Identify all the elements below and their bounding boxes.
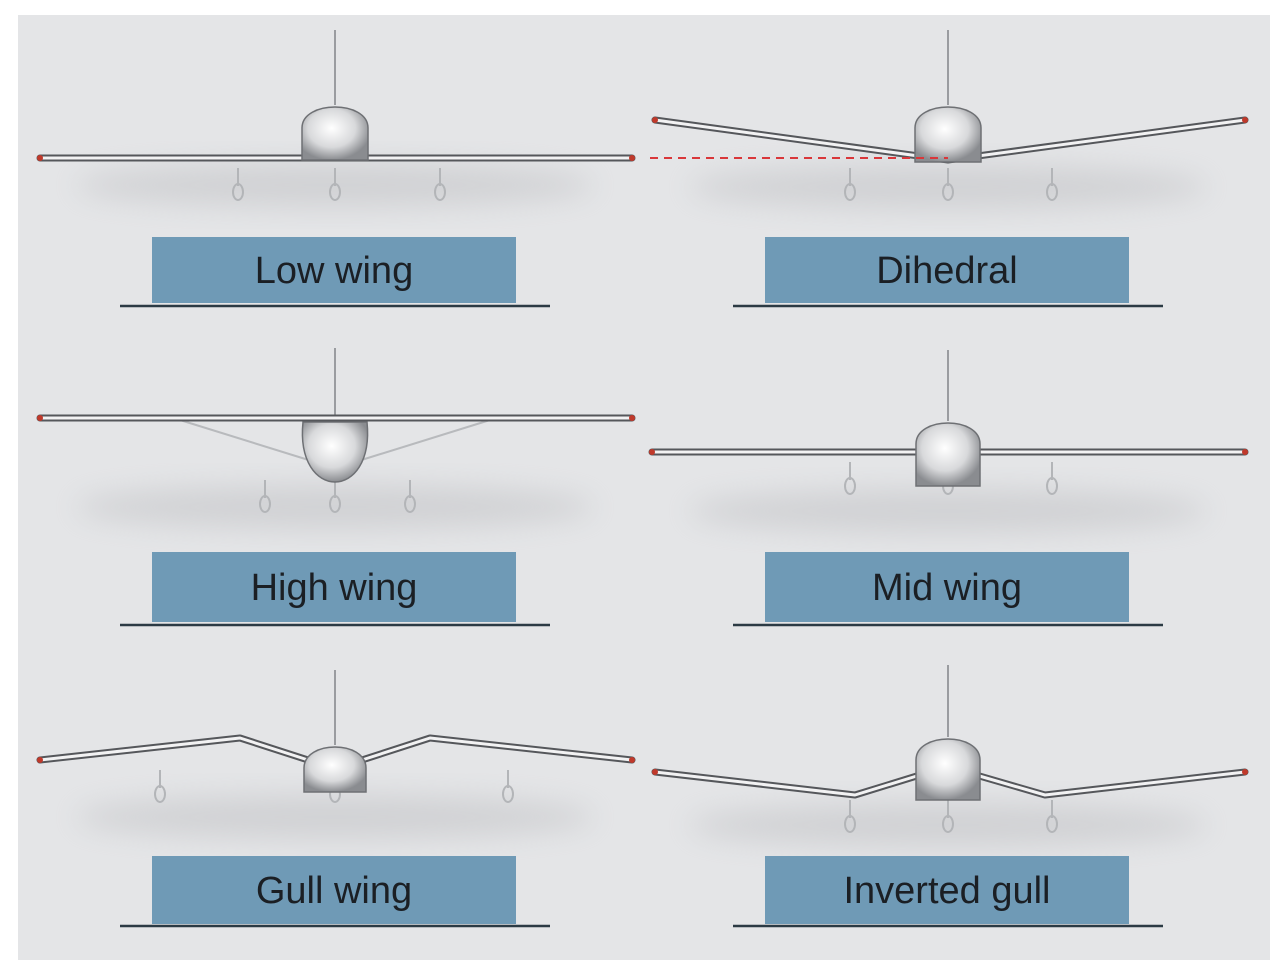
label-mid-wing: Mid wing	[733, 552, 1163, 627]
label-inverted-gull: Inverted gull	[733, 856, 1163, 928]
shadow	[688, 165, 1208, 209]
label-text: Mid wing	[872, 567, 1022, 609]
landing-gear-wheel	[154, 785, 166, 803]
landing-gear-wheel	[1046, 183, 1058, 201]
wingtip-light	[37, 757, 43, 763]
fuselage	[914, 106, 982, 163]
landing-gear-wheel	[1046, 477, 1058, 495]
fuselage	[301, 106, 369, 161]
label-high-wing: High wing	[120, 552, 550, 627]
label-box	[765, 856, 1129, 924]
landing-gear-wheel	[1046, 815, 1058, 833]
wingtip-light	[1242, 769, 1248, 775]
landing-gear-wheel	[259, 495, 271, 513]
wingtip-light	[629, 415, 635, 421]
shadow	[688, 803, 1208, 847]
fuselage	[303, 746, 367, 793]
wingtip-light	[629, 155, 635, 161]
wingtip-light	[649, 449, 655, 455]
aircraft-mid-wing	[648, 350, 1249, 533]
wing-strut	[354, 419, 491, 463]
wingtip-light	[37, 155, 43, 161]
landing-gear-wheel	[942, 815, 954, 833]
wingtip-light	[652, 117, 658, 123]
label-gull-wing: Gull wing	[120, 856, 550, 928]
label-box	[765, 552, 1129, 622]
wingtip-light	[37, 415, 43, 421]
wingtip-light	[1242, 449, 1248, 455]
wingtip-light	[652, 769, 658, 775]
label-box	[152, 552, 516, 622]
label-text: Gull wing	[256, 870, 412, 912]
shadow	[75, 485, 595, 529]
landing-gear-wheel	[844, 183, 856, 201]
landing-gear-wheel	[844, 815, 856, 833]
aircraft-dihedral	[650, 30, 1249, 209]
landing-gear-wheel	[329, 495, 341, 513]
wing-strut	[179, 419, 316, 463]
landing-gear-wheel	[502, 785, 514, 803]
aircraft-inverted-gull	[651, 665, 1249, 847]
aircraft-gull-wing	[36, 670, 636, 839]
label-text: Low wing	[255, 250, 413, 292]
label-text: High wing	[251, 567, 418, 609]
landing-gear-wheel	[434, 183, 446, 201]
landing-gear-wheel	[232, 183, 244, 201]
fuselage	[301, 421, 369, 483]
label-box	[152, 856, 516, 924]
landing-gear-wheel	[844, 477, 856, 495]
landing-gear-wheel	[329, 183, 341, 201]
label-dihedral: Dihedral	[733, 237, 1163, 308]
label-text: Dihedral	[876, 250, 1018, 292]
wingtip-light	[629, 757, 635, 763]
fuselage	[915, 738, 981, 801]
label-low-wing: Low wing	[120, 237, 550, 308]
label-text: Inverted gull	[843, 870, 1050, 912]
label-box	[765, 237, 1129, 303]
landing-gear-wheel	[942, 183, 954, 201]
aircraft-high-wing	[36, 348, 636, 529]
aircraft-low-wing	[36, 30, 636, 207]
shadow	[75, 795, 595, 839]
fuselage	[915, 422, 981, 487]
shadow	[688, 489, 1208, 533]
label-box	[152, 237, 516, 303]
landing-gear-wheel	[404, 495, 416, 513]
wingtip-light	[1242, 117, 1248, 123]
